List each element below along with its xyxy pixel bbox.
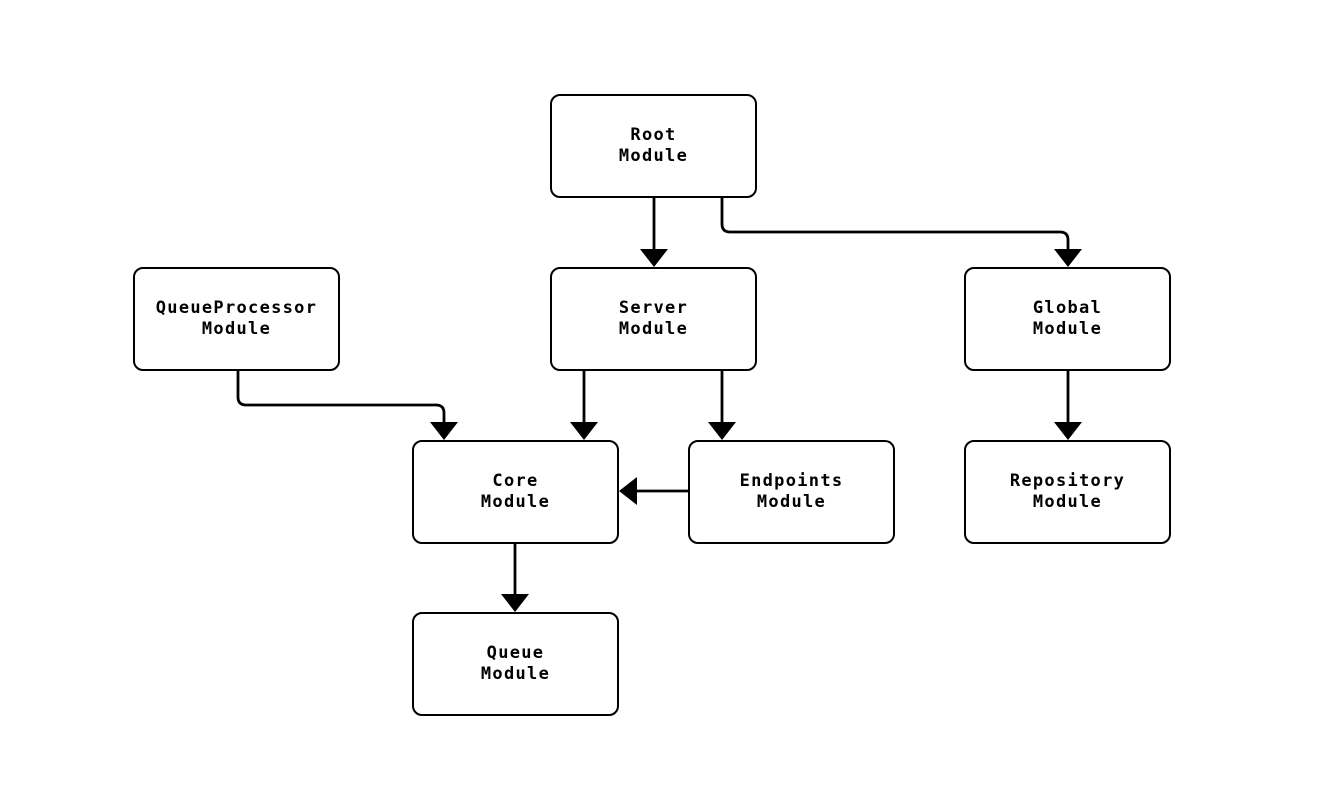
node-server-module: Server Module	[550, 267, 757, 371]
node-queue-module: Queue Module	[412, 612, 619, 716]
arrowhead-root-server	[640, 249, 668, 267]
node-global-module: Global Module	[964, 267, 1171, 371]
edge-endpoints-core	[619, 477, 688, 505]
edge-core-queue	[501, 544, 529, 612]
edge-global-repository	[1054, 371, 1082, 440]
node-queueprocessor-module-label: QueueProcessor Module	[155, 298, 318, 339]
node-core-module-label: Core Module	[480, 471, 551, 512]
edge-queueprocessor-core	[236, 371, 458, 440]
node-root-module-label: Root Module	[618, 125, 689, 166]
edge-server-core	[570, 371, 598, 440]
arrowhead-root-global	[1054, 249, 1082, 267]
node-global-module-label: Global Module	[1032, 298, 1103, 339]
arrowhead-endpoints-core	[619, 477, 637, 505]
edge-root-server	[640, 198, 668, 267]
node-queue-module-label: Queue Module	[480, 643, 551, 684]
node-queueprocessor-module: QueueProcessor Module	[133, 267, 340, 371]
arrowhead-global-repository	[1054, 422, 1082, 440]
edge-server-endpoints	[708, 371, 736, 440]
node-endpoints-module: Endpoints Module	[688, 440, 895, 544]
node-core-module: Core Module	[412, 440, 619, 544]
edge-root-global	[720, 198, 1082, 267]
arrowhead-core-queue	[501, 594, 529, 612]
arrowhead-server-core	[570, 422, 598, 440]
node-repository-module-label: Repository Module	[1009, 471, 1126, 512]
node-server-module-label: Server Module	[618, 298, 689, 339]
arrowhead-queueprocessor-core	[430, 422, 458, 440]
node-root-module: Root Module	[550, 94, 757, 198]
node-repository-module: Repository Module	[964, 440, 1171, 544]
arrowhead-server-endpoints	[708, 422, 736, 440]
node-endpoints-module-label: Endpoints Module	[739, 471, 844, 512]
